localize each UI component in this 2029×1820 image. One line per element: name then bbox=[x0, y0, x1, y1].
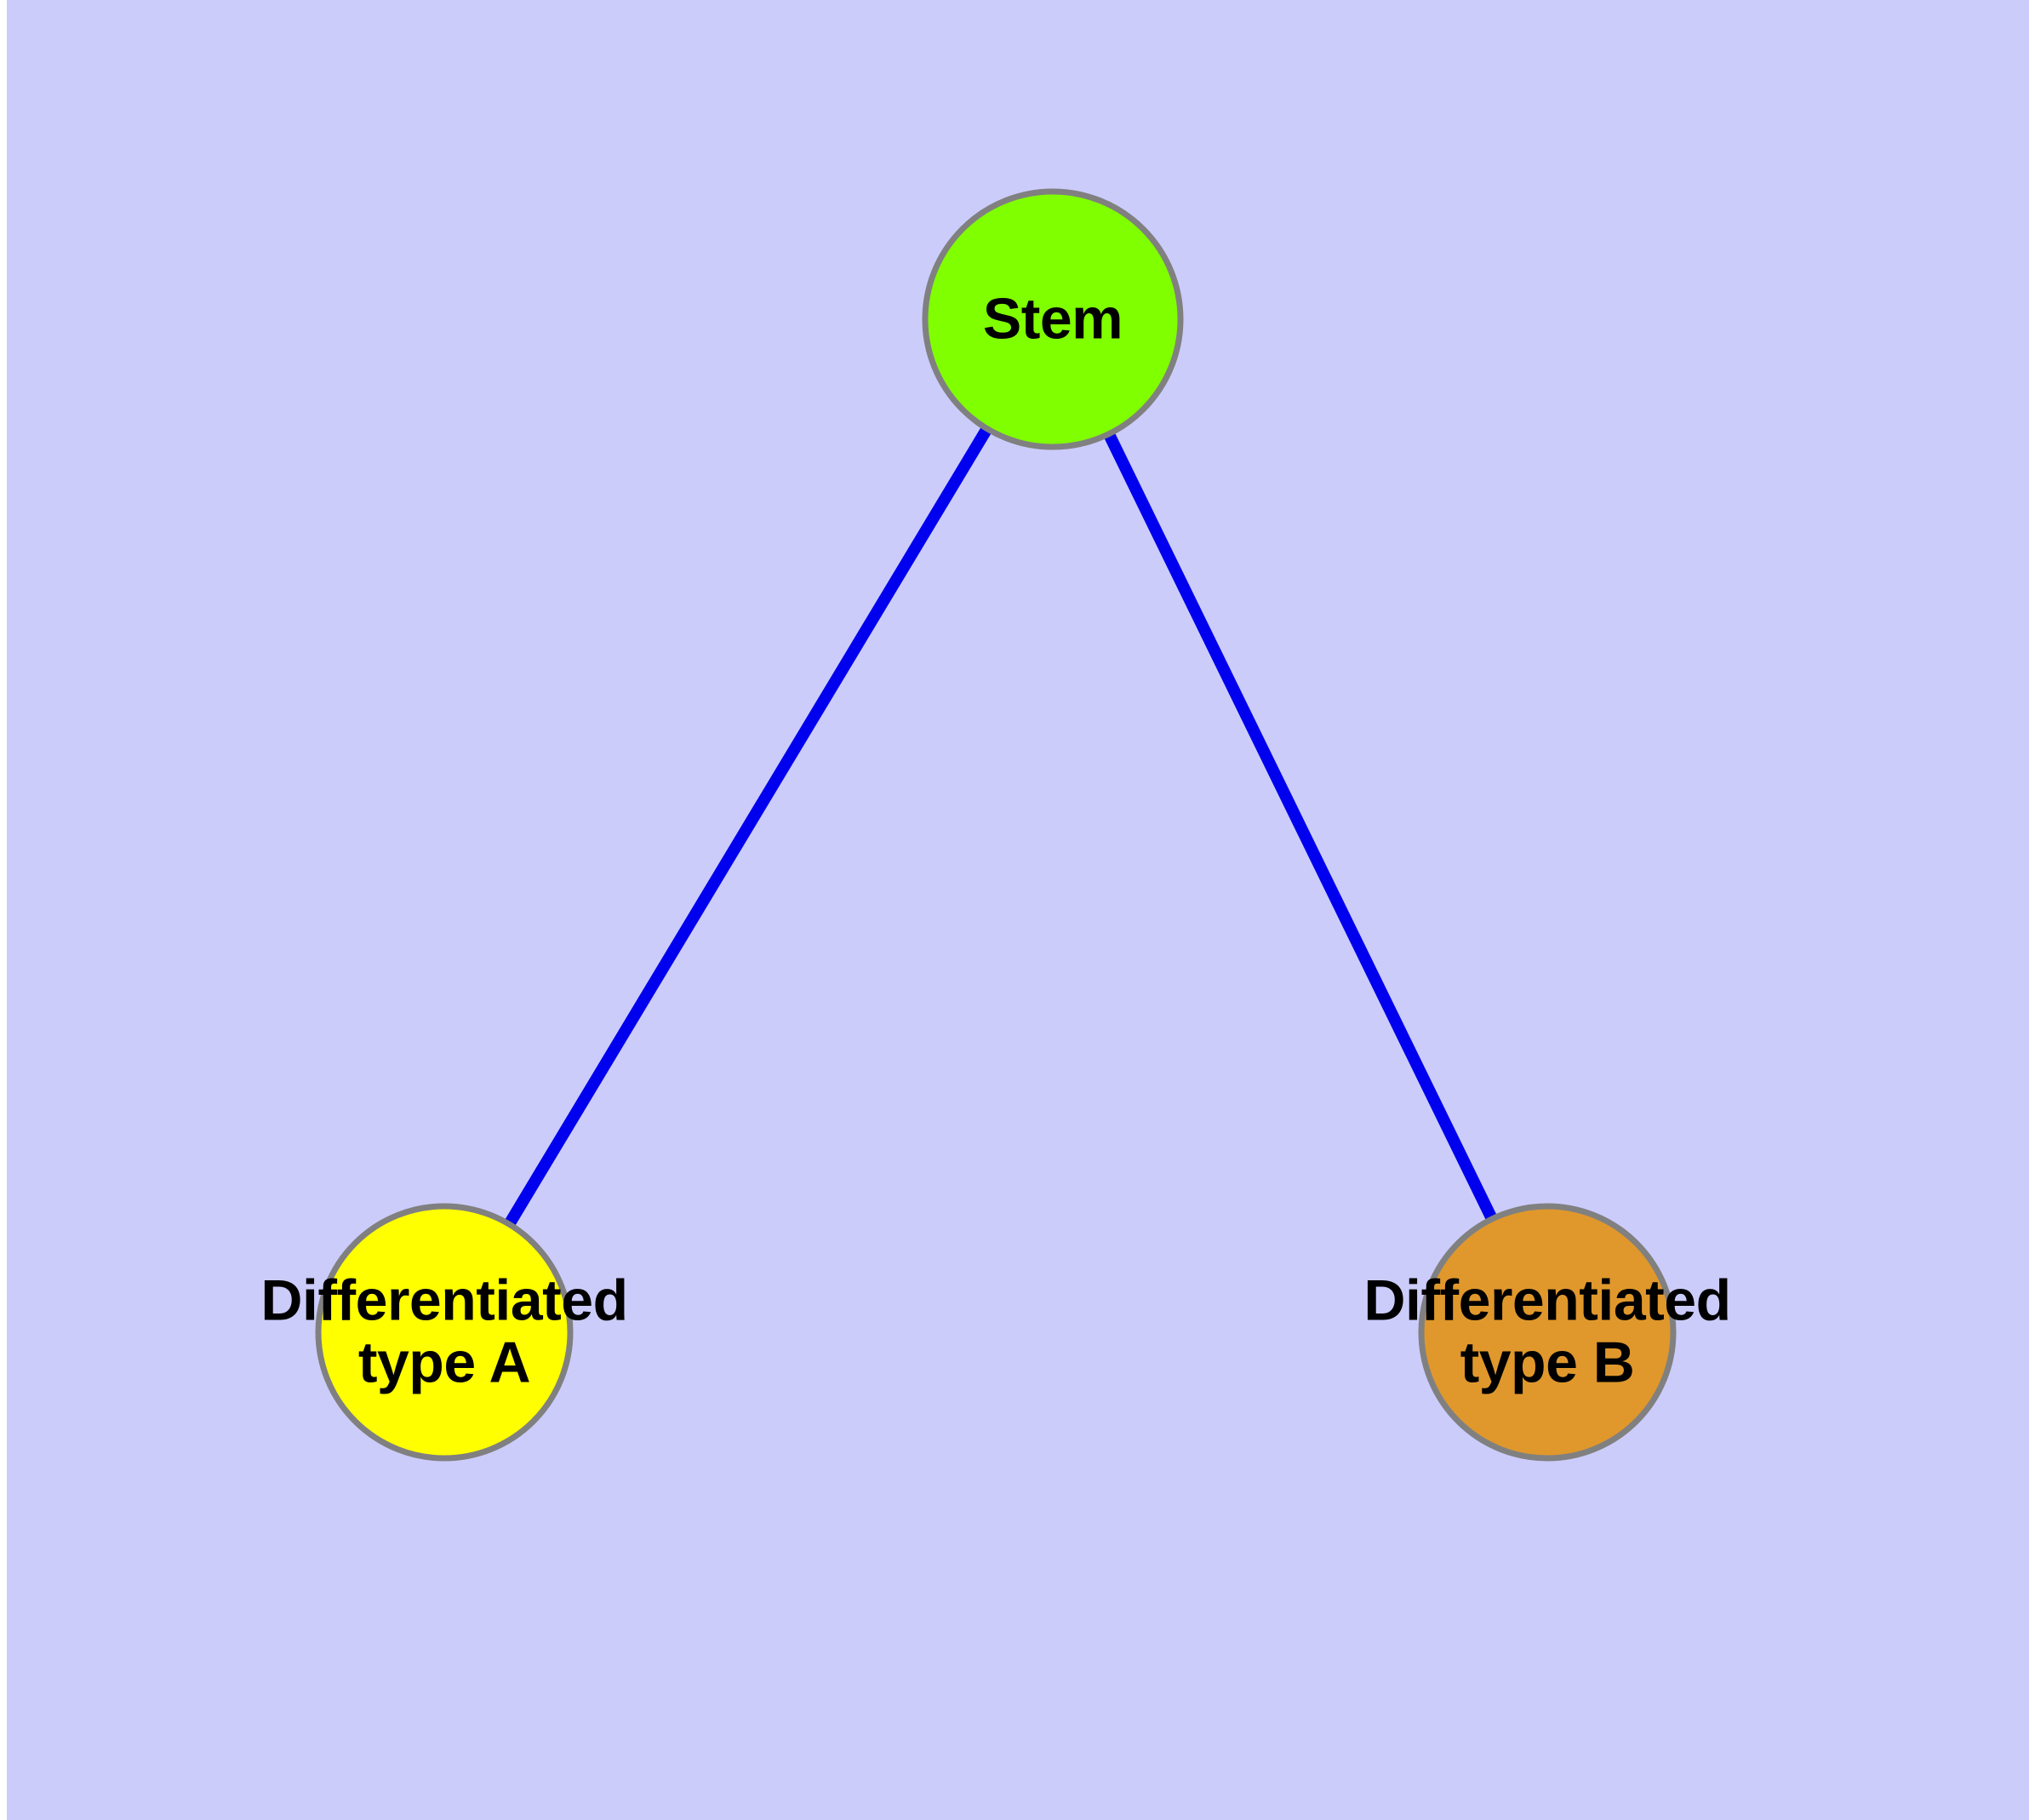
edge-layer bbox=[438, 316, 1553, 1336]
edge-stem-to-differentiated-type-a bbox=[438, 316, 1059, 1336]
node-layer bbox=[315, 188, 1677, 1462]
node-stem[interactable] bbox=[922, 188, 1184, 450]
node-differentiated-type-a[interactable] bbox=[315, 1203, 574, 1462]
edge-stem-to-differentiated-type-b bbox=[1047, 316, 1553, 1336]
node-differentiated-type-b[interactable] bbox=[1418, 1203, 1677, 1462]
